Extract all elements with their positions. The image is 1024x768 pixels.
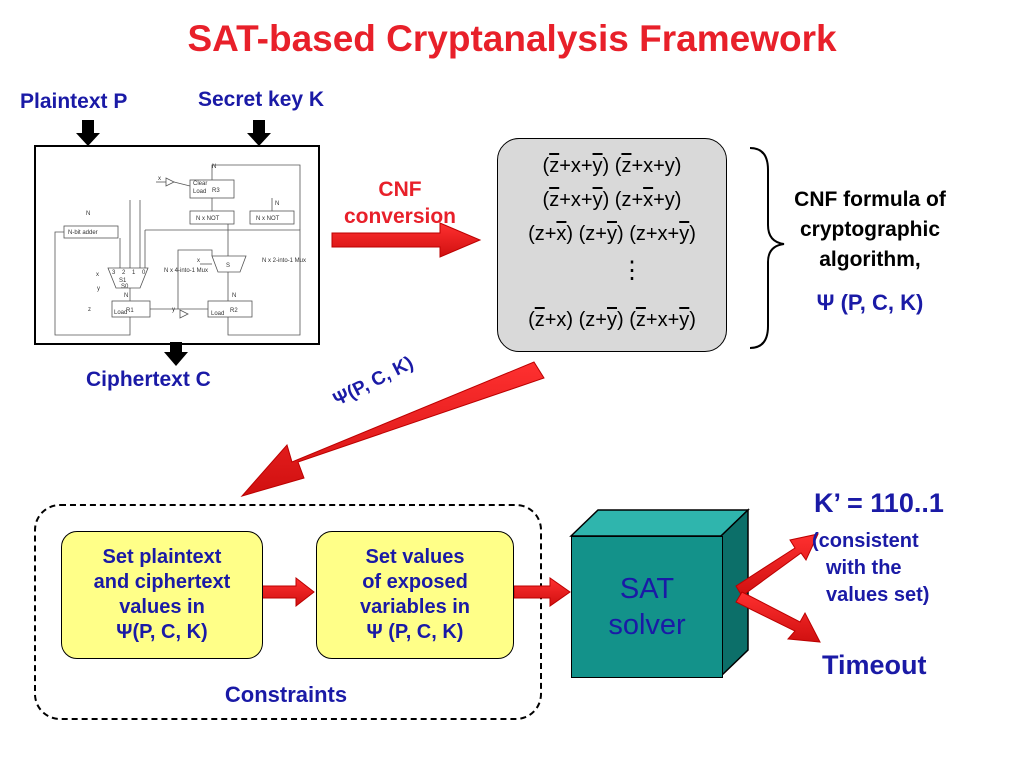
n-label-4: N	[124, 293, 128, 299]
sat-solver-cube: SAT solver	[571, 536, 723, 678]
cnf-clause-row-3: (z+x) (z+y) (z+x+y)	[528, 223, 696, 245]
r2-load-label: Load	[211, 311, 224, 317]
cnf-clause-row-2: (z+x+y) (z+x+y)	[542, 189, 682, 211]
solver-to-key-arrow	[735, 533, 819, 597]
cnf-desc-line3: algorithm,	[819, 248, 921, 271]
constraints-container	[34, 504, 542, 720]
set-plaintext-box: Set plaintext and ciphertext values in Ψ…	[61, 531, 263, 659]
exposed-box-line4: Ψ (P, C, K)	[366, 621, 464, 643]
plaintext-input-arrow	[76, 120, 100, 146]
recovered-key-label: K’ = 110..1	[814, 488, 944, 518]
cnf-conversion-label: CNF conversion	[338, 176, 462, 230]
bit-3: 3	[112, 270, 116, 276]
ciphertext-output-arrow	[164, 342, 188, 366]
solver-line2: solver	[608, 609, 686, 641]
secret-key-label: Secret key K	[198, 88, 325, 111]
s-label: S	[226, 263, 230, 269]
y-label-1: y	[97, 286, 100, 292]
bit-2: 2	[122, 270, 126, 276]
timeout-label: Timeout	[822, 650, 927, 680]
x-label-2: x	[197, 258, 200, 264]
cipher-circuit	[34, 145, 320, 345]
set-exposed-box: Set values of exposed variables in Ψ (P,…	[316, 531, 514, 659]
constraints-label: Constraints	[224, 682, 348, 707]
mux2-label: N x 2-into-1 Mux	[262, 258, 306, 264]
consistent-line3: values set)	[826, 584, 930, 606]
n-label-1: N	[212, 164, 216, 170]
cnf-conversion-arrow	[331, 222, 482, 258]
solver-line1: SAT	[619, 573, 675, 605]
cnf-psi-label: Ψ (P, C, K)	[816, 290, 924, 315]
plaintext-box-line4: Ψ(P, C, K)	[116, 621, 208, 643]
solver-cube-top	[569, 509, 750, 537]
y-label-2: y	[172, 307, 175, 313]
cnf-clause-row-1: (z+x+y) (z+x+y)	[542, 155, 682, 177]
bit-1: 1	[132, 270, 136, 276]
circuit-internals	[54, 164, 301, 336]
cnf-conversion-line1: CNF	[378, 178, 422, 201]
r3-load-label: Load	[193, 189, 206, 195]
consistent-line2: with the	[826, 557, 902, 579]
s1-label: S1	[119, 278, 127, 284]
adder-label: N-bit adder	[68, 230, 98, 236]
bit-0: 0	[142, 270, 146, 276]
plaintext-label: Plaintext P	[20, 90, 128, 113]
n-label-3: N	[86, 211, 90, 217]
consistent-note: (consistent with the values set)	[812, 528, 929, 609]
cnf-ellipsis: ⋮	[620, 257, 644, 284]
r1-load-label: Load	[114, 310, 127, 316]
plaintext-box-line3: values in	[119, 596, 205, 618]
n-label-2: N	[275, 201, 279, 207]
ciphertext-label: Ciphertext C	[86, 368, 211, 391]
s0-label: S0	[121, 284, 129, 290]
nxnot-label-2: N x NOT	[256, 216, 280, 222]
plaintext-box-line1: Set plaintext	[102, 546, 222, 568]
constraints-to-solver-arrow	[513, 577, 571, 607]
z-label: z	[88, 307, 91, 313]
clear-label: Clear	[193, 181, 207, 187]
cnf-clause-row-4: (z+x) (z+y) (z+x+y)	[528, 309, 696, 331]
mux4-label: N x 4-into-1 Mux	[164, 268, 208, 274]
r2-label: R2	[230, 308, 238, 314]
x-label-1: x	[158, 176, 161, 182]
plaintext-box-line2: and ciphertext	[93, 571, 231, 593]
key-input-arrow	[247, 120, 271, 146]
consistent-line1: (consistent	[812, 530, 919, 552]
exposed-box-line3: variables in	[359, 596, 471, 618]
n-label-5: N	[232, 293, 236, 299]
exposed-box-line2: of exposed	[362, 571, 468, 593]
exposed-box-line1: Set values	[365, 546, 465, 568]
cnf-desc-line1: CNF formula of	[794, 188, 946, 211]
formula-to-constraints-arrow	[240, 361, 545, 497]
plaintext-to-exposed-arrow	[261, 576, 315, 608]
r1-label: R1	[126, 308, 134, 314]
r3-label: R3	[212, 188, 220, 194]
nxnot-label-1: N x NOT	[196, 216, 220, 222]
cnf-brace	[749, 147, 785, 349]
cnf-conversion-line2: conversion	[343, 205, 457, 228]
x-label-3: x	[96, 272, 99, 278]
solver-to-timeout-arrow	[735, 591, 821, 643]
cnf-desc-line2: cryptographic	[799, 218, 941, 241]
cnf-description: CNF formula of cryptographic algorithm,	[770, 185, 970, 275]
circuit-labels: R3 Clear Load N x NOT N x NOT N-bit adde…	[68, 164, 306, 317]
cnf-formula-box: (z+x+y) (z+x+y) (z+x+y) (z+x+y) (z+x) (z…	[497, 138, 727, 352]
slide-title: SAT-based Cryptanalysis Framework	[187, 18, 837, 59]
